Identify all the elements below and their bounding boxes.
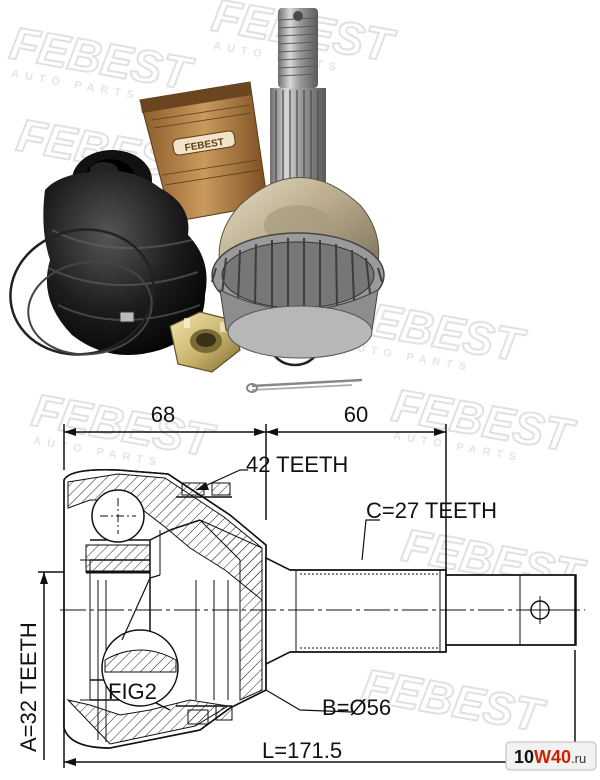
dimension-68: 68 — [151, 402, 175, 427]
leader-42 — [195, 469, 248, 491]
label-42-teeth: 42 TEETH — [246, 452, 348, 477]
label-b-diameter: B=Ø56 — [322, 695, 391, 720]
badge-mid: W40 — [534, 747, 571, 767]
label-c-teeth: C=27 TEETH — [366, 498, 497, 523]
cv-joint-body — [211, 8, 385, 359]
label-a-teeth: A=32 TEETH — [16, 622, 41, 752]
kit-photo: FEBEST — [9, 8, 385, 393]
technical-drawing — [38, 424, 585, 768]
label-fig2: FIG2 — [108, 679, 157, 704]
dimension-60: 60 — [344, 402, 368, 427]
badge-suffix: .ru — [571, 751, 586, 766]
grease-tube: FEBEST — [139, 81, 269, 223]
badge-prefix: 10 — [514, 747, 534, 767]
label-length: L=171.5 — [262, 738, 342, 763]
castle-nut — [169, 311, 241, 373]
cv-boot — [43, 150, 207, 355]
leader-b — [265, 689, 353, 713]
abs-ring-section — [176, 482, 233, 725]
svg-text:10W40.ru: 10W40.ru — [514, 747, 586, 767]
boot-clamps — [9, 228, 155, 356]
leader-c — [361, 519, 380, 561]
cotter-pin — [246, 378, 363, 393]
site-badge: 10W40.ru — [505, 741, 597, 771]
